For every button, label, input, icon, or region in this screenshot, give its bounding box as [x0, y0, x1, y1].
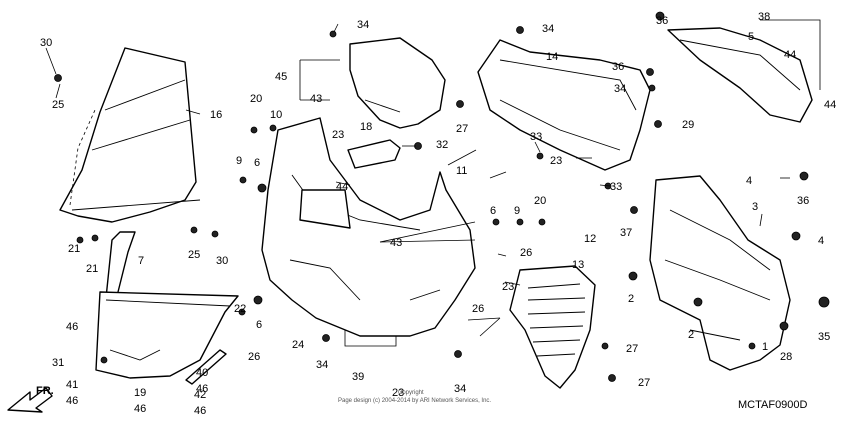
callout-label: 6 [256, 319, 262, 331]
callout-label: 14 [546, 51, 558, 63]
callout-label: 1 [762, 341, 768, 353]
callout-label: 26 [248, 351, 260, 363]
callout-label: 23 [332, 129, 344, 141]
callout-label: 3 [752, 201, 758, 213]
windshield-stay-part [105, 231, 136, 301]
callout-label: 9 [514, 205, 520, 217]
callout-label: 36 [612, 61, 624, 73]
callout-label: 23 [550, 155, 562, 167]
callout-label: 40 [196, 367, 208, 379]
callout-label: 30 [40, 37, 52, 49]
mirror-stay-part [667, 27, 813, 123]
callout-label: 19 [134, 387, 146, 399]
callout-label: 25 [52, 99, 64, 111]
callout-label: 43 [310, 93, 322, 105]
callout-label: 28 [780, 351, 792, 363]
callout-label: 34 [542, 23, 554, 35]
callout-label: 22 [234, 303, 246, 315]
callout-label: 25 [188, 249, 200, 261]
callout-label: 42 [194, 389, 206, 401]
callout-label: 16 [210, 109, 222, 121]
callout-label: 46 [66, 395, 78, 407]
callout-label: 12 [584, 233, 596, 245]
callout-label: 41 [66, 379, 78, 391]
front-direction-arrow: FR. [7, 385, 54, 413]
callout-label: 35 [818, 331, 830, 343]
callout-label: 44 [824, 99, 836, 111]
callout-label: 37 [620, 227, 632, 239]
callout-label: 20 [534, 195, 546, 207]
copyright-line-1: Copyright [398, 390, 424, 396]
callout-label: 9 [236, 155, 242, 167]
callout-label: 2 [688, 329, 694, 341]
callout-label: 6 [490, 205, 496, 217]
callout-label: 23 [502, 281, 514, 293]
upper-rear-cover-part [477, 39, 651, 171]
callout-label: 23 [392, 387, 404, 399]
frame-stay-part [649, 175, 791, 371]
bracket-18-part [347, 139, 401, 169]
callout-label: 46 [194, 405, 206, 417]
callout-label: 38 [758, 11, 770, 23]
callout-label: 21 [86, 263, 98, 275]
callout-label: 27 [626, 343, 638, 355]
callout-label: 33 [530, 131, 542, 143]
callout-label: 34 [316, 359, 328, 371]
callout-label: 45 [275, 71, 287, 83]
callout-label: 20 [250, 93, 262, 105]
diagram-code: MCTAF0900D [738, 399, 808, 411]
callout-label: 4 [818, 235, 824, 247]
callout-label: 46 [66, 321, 78, 333]
callout-label: 33 [610, 181, 622, 193]
callout-label: 24 [292, 339, 304, 351]
callout-label: 6 [254, 157, 260, 169]
callout-label: 27 [456, 123, 468, 135]
callout-label: 18 [360, 121, 372, 133]
direction-label: FR. [36, 385, 54, 397]
callout-label: 36 [797, 195, 809, 207]
callout-label: 13 [572, 259, 584, 271]
callout-label: 32 [436, 139, 448, 151]
callout-label: 4 [746, 175, 752, 187]
callout-label: 10 [270, 109, 282, 121]
callout-label: 7 [138, 255, 144, 267]
callout-label: 11 [456, 165, 467, 177]
callout-label: 26 [472, 303, 484, 315]
leader-lines [45, 19, 821, 347]
upper-duct-part [349, 37, 446, 129]
callout-label: 2 [628, 293, 634, 305]
callout-label: 30 [216, 255, 228, 267]
callout-label: 39 [352, 371, 364, 383]
grille-cover-part [509, 265, 596, 389]
callout-label: 34 [454, 383, 466, 395]
lower-inner-cover-part [95, 291, 239, 385]
callout-label: 27 [638, 377, 650, 389]
fasteners [54, 11, 830, 382]
callout-label: 21 [68, 243, 80, 255]
callout-label: 43 [390, 237, 402, 249]
callout-label: 44 [336, 181, 348, 193]
windshield-part [59, 47, 201, 223]
callout-label: 46 [196, 383, 208, 395]
callout-label: 29 [682, 119, 694, 131]
callout-label: 31 [52, 357, 64, 369]
callout-label: 5 [748, 31, 754, 43]
callout-label: 44 [784, 49, 796, 61]
callout-label: 46 [134, 403, 146, 415]
callout-label: 36 [656, 15, 668, 27]
copyright-line-2: Page design (c) 2004-2014 by ARI Network… [338, 398, 491, 404]
callout-label: 34 [357, 19, 369, 31]
callout-label: 34 [614, 83, 626, 95]
front-upper-cowl-part [261, 117, 476, 337]
callout-label: 26 [520, 247, 532, 259]
